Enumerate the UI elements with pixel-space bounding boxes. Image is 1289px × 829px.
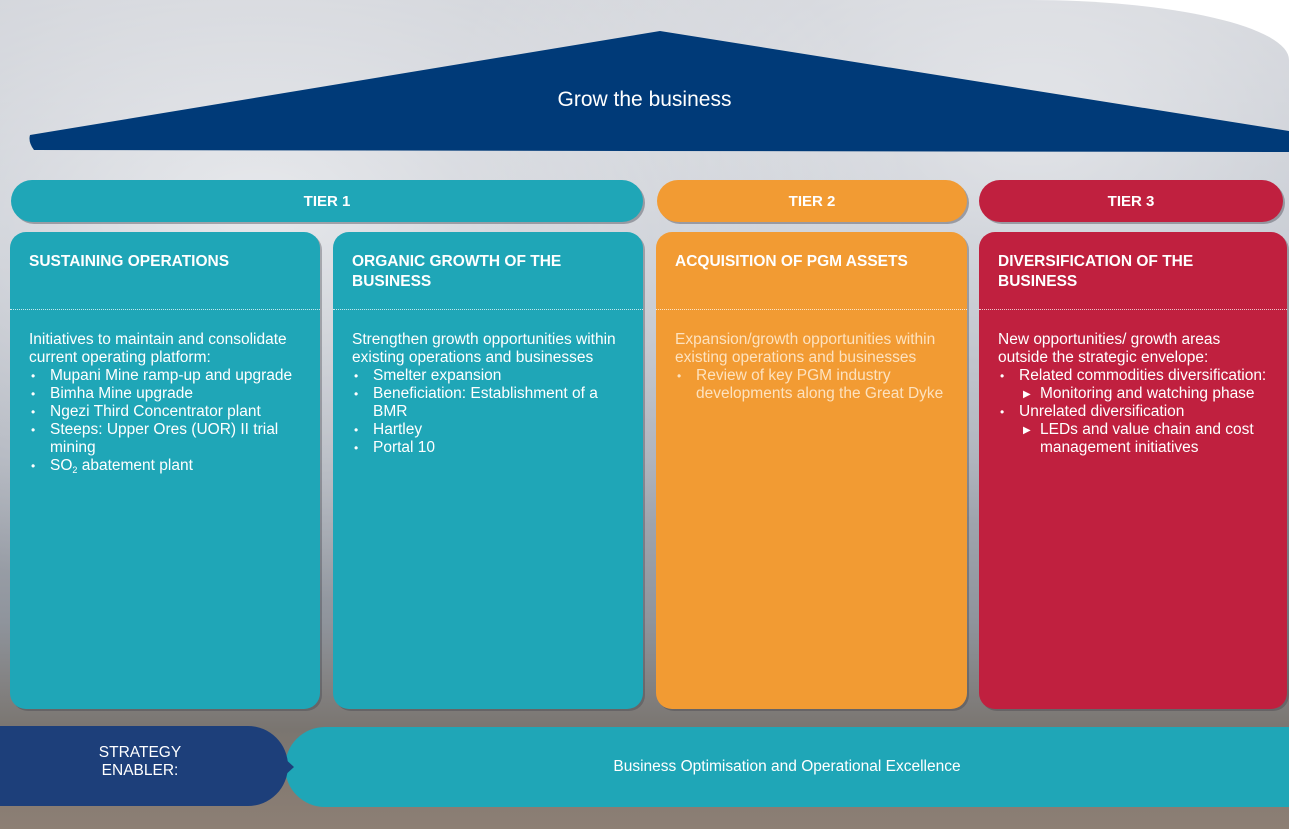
strategy-enabler-badge: STRATEGY ENABLER: <box>0 726 288 806</box>
list-item: Smelter expansion <box>352 367 629 385</box>
list-item: SO2 abatement plant <box>29 457 306 479</box>
column-organic-growth: ORGANIC GROWTH OF THE BUSINESS Strengthe… <box>333 232 643 709</box>
list-item: Ngezi Third Concentrator plant <box>29 403 306 421</box>
column-heading: SUSTAINING OPERATIONS <box>29 253 230 270</box>
list-item-text: Related commodities diversification: <box>1019 367 1267 384</box>
tier-3-bar: TIER 3 <box>979 180 1283 222</box>
column-acquisition: ACQUISITION OF PGM ASSETS Expansion/grow… <box>656 232 967 709</box>
enabler-bar: Business Optimisation and Operational Ex… <box>285 727 1289 807</box>
column-divider <box>979 309 1287 310</box>
list-item: Portal 10 <box>352 439 629 457</box>
sub-list: Monitoring and watching phase <box>1019 385 1273 404</box>
bullet-list: Smelter expansion Beneficiation: Establi… <box>352 367 629 457</box>
badge-label: STRATEGY ENABLER: <box>98 744 182 779</box>
tier-2-bar: TIER 2 <box>657 180 967 222</box>
column-diversification: DIVERSIFICATION OF THE BUSINESS New oppo… <box>979 232 1287 709</box>
column-intro: Expansion/growth opportunities within ex… <box>675 331 936 366</box>
list-item: Hartley <box>352 421 629 439</box>
list-item: Bimha Mine upgrade <box>29 385 306 403</box>
list-item-text: Unrelated diversification <box>1019 403 1185 420</box>
column-divider <box>10 309 320 310</box>
bullet-list: Review of key PGM industry developments … <box>675 367 953 403</box>
bullet-list: Related commodities diversification: Mon… <box>998 367 1273 457</box>
enabler-text: Business Optimisation and Operational Ex… <box>613 758 961 775</box>
roof-shape <box>29 31 1289 152</box>
arrow-right-icon <box>282 756 294 778</box>
column-intro: Initiatives to maintain and consolidate … <box>29 331 287 366</box>
column-body: Strengthen growth opportunities within e… <box>352 331 629 457</box>
column-heading: ORGANIC GROWTH OF THE BUSINESS <box>352 253 562 290</box>
list-item: Related commodities diversification: Mon… <box>998 367 1273 404</box>
column-intro: New opportunities/ growth areas outside … <box>998 331 1221 366</box>
column-body: Initiatives to maintain and consolidate … <box>29 331 306 479</box>
column-body: Expansion/growth opportunities within ex… <box>675 331 953 403</box>
column-divider <box>656 309 967 310</box>
roof-triangle <box>29 31 1289 152</box>
so2-subscript: 2 <box>72 465 78 475</box>
column-heading: ACQUISITION OF PGM ASSETS <box>675 253 908 270</box>
so2-text: SO <box>50 457 73 474</box>
list-item: Unrelated diversification LEDs and value… <box>998 403 1273 457</box>
so2-suffix: abatement plant <box>77 457 193 474</box>
column-sustaining-operations: SUSTAINING OPERATIONS Initiatives to mai… <box>10 232 320 709</box>
list-item: Review of key PGM industry developments … <box>675 367 953 403</box>
list-item: Beneficiation: Establishment of a BMR <box>352 385 629 421</box>
column-heading: DIVERSIFICATION OF THE BUSINESS <box>998 253 1194 290</box>
sub-list: LEDs and value chain and cost management… <box>1019 421 1273 457</box>
sub-list-item: LEDs and value chain and cost management… <box>1019 421 1273 457</box>
sub-list-item: Monitoring and watching phase <box>1019 385 1273 404</box>
roof-title: Grow the business <box>557 88 732 111</box>
column-body: New opportunities/ growth areas outside … <box>998 331 1273 457</box>
list-item: Steeps: Upper Ores (UOR) II trial mining <box>29 421 306 457</box>
list-item: Mupani Mine ramp-up and upgrade <box>29 367 306 385</box>
column-divider <box>333 309 643 310</box>
column-intro: Strengthen growth opportunities within e… <box>352 331 616 366</box>
tier-1-bar: TIER 1 <box>11 180 643 222</box>
bullet-list: Mupani Mine ramp-up and upgrade Bimha Mi… <box>29 367 306 479</box>
